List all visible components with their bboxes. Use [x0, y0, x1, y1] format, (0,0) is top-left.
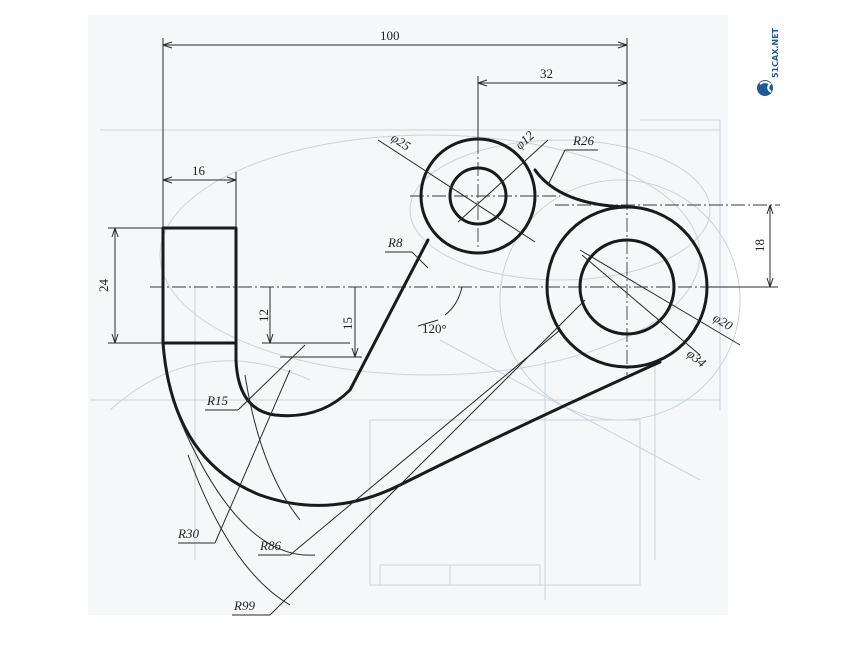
dim-gap-15: 15: [340, 317, 355, 330]
dim-radius-r30: R30: [177, 526, 199, 541]
dim-left-height: 24: [96, 279, 111, 293]
large-boss-inner-circle: [578, 238, 676, 336]
site-logo: 51CAX.NET: [757, 27, 780, 96]
dimension-lines: [108, 38, 778, 616]
dim-radius-r99: R99: [233, 598, 255, 613]
dim-top-offset: 32: [540, 66, 553, 81]
dim-radius-r86: R86: [259, 538, 281, 553]
inner-hook-profile: [234, 238, 430, 418]
logo-text: 51CAX.NET: [771, 27, 780, 78]
dim-radius-r15: R15: [206, 393, 228, 408]
dim-radius-r8: R8: [387, 235, 403, 250]
r26-blend-arc: [533, 168, 629, 209]
outer-hook-profile: [161, 285, 662, 507]
dim-radius-r26: R26: [572, 133, 594, 148]
dim-left-width: 16: [192, 163, 206, 178]
ghost-background-drawing: [90, 119, 741, 600]
dim-overall-width: 100: [380, 28, 400, 43]
dim-right-offset: 18: [752, 239, 767, 252]
small-boss-inner-circle: [448, 166, 508, 226]
drawing-sheet: [88, 15, 728, 615]
dim-gap-12: 12: [256, 309, 271, 322]
dim-angle: 120°: [422, 321, 447, 336]
